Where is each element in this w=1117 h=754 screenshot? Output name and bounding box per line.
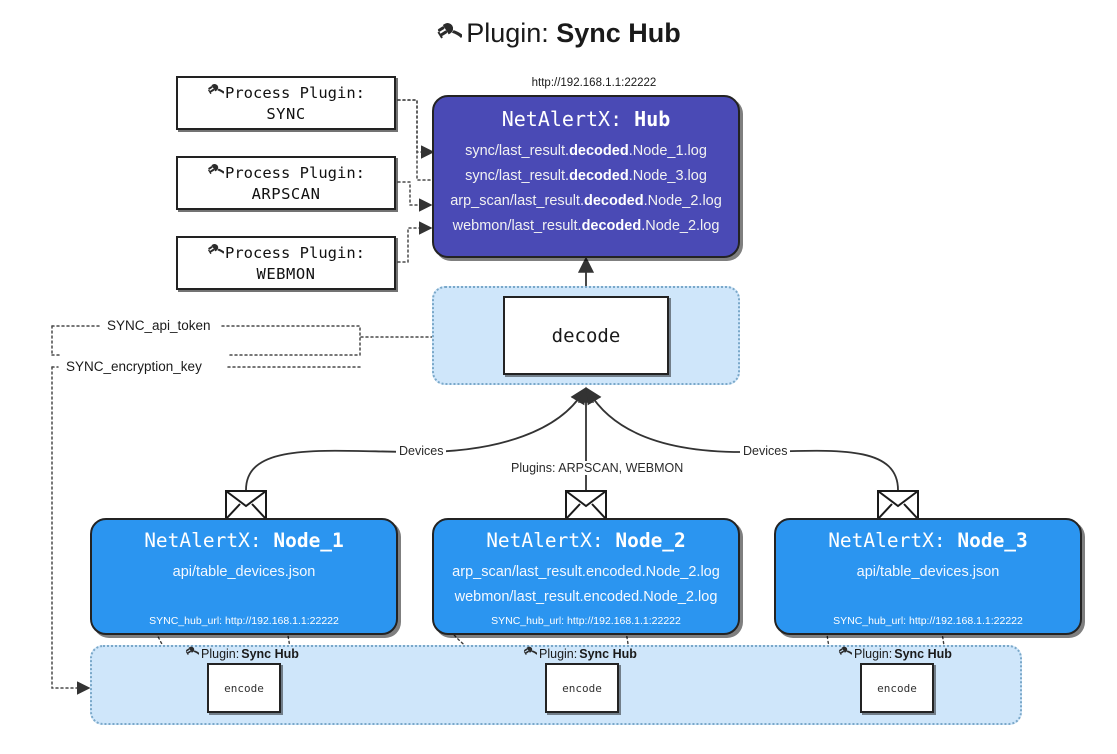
log-post: .Node_1.log [628, 143, 707, 159]
sync-encryption-key-label: SYNC_encryption_key [62, 359, 206, 374]
node-title: NetAlertX: Node_3 [776, 529, 1080, 552]
plugin-tag-node-1: Plugin: Sync Hub [185, 645, 299, 662]
process-plugin-webmon[interactable]: Process Plugin: WEBMON [176, 236, 396, 290]
node-title-prefix: NetAlertX: [828, 529, 946, 552]
hub-log-line: sync/last_result.decoded.Node_1.log [434, 139, 738, 164]
page-title: Plugin: Sync Hub [0, 18, 1117, 53]
node-title-prefix: NetAlertX: [144, 529, 262, 552]
log-mid: decoded [569, 143, 629, 159]
plug-icon [207, 162, 225, 184]
plugin-tag-node-3: Plugin: Sync Hub [838, 645, 952, 662]
envelope-icon [565, 490, 607, 520]
node-line: arp_scan/last_result.encoded.Node_2.log [452, 564, 720, 580]
hub-log-line: sync/last_result.decoded.Node_3.log [434, 164, 738, 189]
log-pre: sync/last_result. [465, 143, 570, 159]
process-plugin-name: WEBMON [256, 264, 316, 283]
log-post: .Node_2.log [643, 193, 722, 210]
node-title: NetAlertX: Node_2 [434, 529, 738, 552]
node-title-name: Node_1 [273, 529, 344, 552]
process-plugin-name: SYNC [266, 104, 306, 123]
node-foot: SYNC_hub_url: http://192.168.1.1:22222 [434, 615, 738, 627]
hub-node[interactable]: NetAlertX: Hub sync/last_result.decoded.… [432, 95, 740, 258]
plug-icon [838, 645, 853, 662]
envelope-icon [877, 490, 919, 520]
plugin-tag-strong: Sync Hub [579, 646, 637, 661]
decode-box[interactable]: decode [503, 296, 669, 375]
node-title: NetAlertX: Node_1 [92, 529, 396, 552]
node-title-name: Node_2 [615, 529, 686, 552]
plug-icon [207, 82, 225, 104]
node-foot: SYNC_hub_url: http://192.168.1.1:22222 [776, 615, 1080, 627]
node-foot-value: http://192.168.1.1:22222 [909, 615, 1023, 627]
process-plugin-arpscan[interactable]: Process Plugin: ARPSCAN [176, 156, 396, 210]
log-mid: decoded [581, 218, 642, 235]
plugin-tag-strong: Sync Hub [894, 646, 952, 661]
node-line: api/table_devices.json [172, 564, 316, 580]
plug-icon [436, 20, 464, 53]
edge-label-devices-left: Devices [396, 444, 447, 458]
node-line: webmon/last_result.encoded.Node_2.log [454, 588, 718, 605]
encode-box-node-1[interactable]: encode [207, 663, 281, 713]
log-mid: decoded [569, 168, 629, 185]
hub-title: NetAlertX: Hub [434, 107, 738, 131]
hub-log-line: webmon/last_result.decoded.Node_2.log [434, 214, 738, 239]
hub-url-label: http://192.168.1.1:22222 [531, 77, 657, 89]
log-post: .Node_3.log [628, 168, 707, 185]
plug-icon [523, 645, 538, 662]
process-plugin-label: Process Plugin: [225, 243, 365, 262]
plugin-tag-lead: Plugin: [201, 646, 240, 661]
encode-box-node-2[interactable]: encode [545, 663, 619, 713]
node-foot-key: SYNC_hub_url: [833, 615, 907, 627]
process-plugin-sync[interactable]: Process Plugin: SYNC [176, 76, 396, 130]
node-title-name: Node_3 [957, 529, 1028, 552]
sync-api-token-label: SYNC_api_token [103, 318, 215, 333]
log-mid: decoded [583, 193, 644, 210]
log-pre: arp_scan/last_result. [450, 193, 584, 210]
log-post: .Node_2.log [641, 218, 720, 235]
node-1[interactable]: NetAlertX: Node_1 api/table_devices.json… [90, 518, 398, 635]
envelope-icon [225, 490, 267, 520]
edge-label-plugins: Plugins: ARPSCAN, WEBMON [508, 461, 687, 475]
hub-title-prefix: NetAlertX: [501, 107, 623, 131]
title-strong: Sync Hub [556, 18, 681, 48]
process-plugin-label: Process Plugin: [225, 83, 365, 102]
plugin-tag-node-2: Plugin: Sync Hub [523, 645, 637, 662]
encode-box-node-3[interactable]: encode [860, 663, 934, 713]
plug-icon [207, 242, 225, 264]
plugin-tag-strong: Sync Hub [241, 646, 299, 661]
node-2[interactable]: NetAlertX: Node_2 arp_scan/last_result.e… [432, 518, 740, 635]
hub-log-line: arp_scan/last_result.decoded.Node_2.log [434, 189, 738, 214]
node-foot-key: SYNC_hub_url: [491, 615, 565, 627]
title-lead: Plugin: [466, 18, 549, 48]
node-foot-value: http://192.168.1.1:22222 [225, 615, 339, 627]
process-plugin-name: ARPSCAN [251, 184, 321, 203]
node-line: api/table_devices.json [856, 564, 1000, 580]
process-plugin-label: Process Plugin: [225, 163, 365, 182]
plug-icon [185, 645, 200, 662]
plugin-tag-lead: Plugin: [539, 646, 578, 661]
edge-label-devices-right: Devices [740, 444, 791, 458]
log-pre: sync/last_result. [465, 168, 570, 185]
node-foot-key: SYNC_hub_url: [149, 615, 223, 627]
plugin-tag-lead: Plugin: [854, 646, 893, 661]
node-foot: SYNC_hub_url: http://192.168.1.1:22222 [92, 615, 396, 627]
node-foot-value: http://192.168.1.1:22222 [567, 615, 681, 627]
log-pre: webmon/last_result. [452, 218, 582, 235]
node-title-prefix: NetAlertX: [486, 529, 604, 552]
node-3[interactable]: NetAlertX: Node_3 api/table_devices.json… [774, 518, 1082, 635]
hub-title-name: Hub [634, 107, 671, 131]
